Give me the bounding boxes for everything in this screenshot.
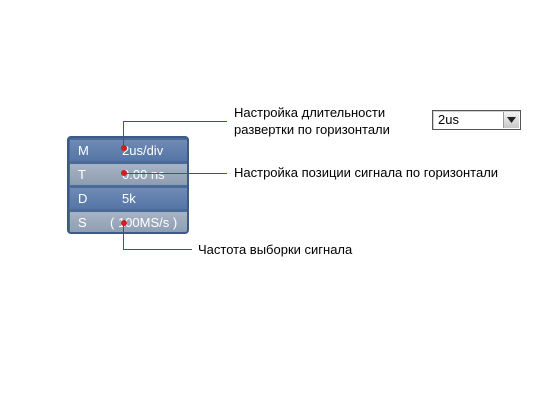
panel-row-t[interactable]: T 0.00 ns [70, 164, 187, 185]
callout-line-timebase-v [123, 121, 124, 148]
callout-label-timebase-1: Настройка длительности [234, 105, 386, 120]
row-key: M [78, 143, 89, 158]
panel-row-d[interactable]: D 5k [70, 188, 187, 209]
chevron-down-icon[interactable] [503, 112, 519, 128]
callout-label-timebase-2: развертки по горизонтали [234, 122, 390, 137]
callout-line-timebase-h [123, 121, 227, 122]
callout-dot-timebase [121, 145, 127, 151]
callout-dot-sample-rate [121, 220, 127, 226]
row-key: D [78, 191, 88, 206]
timebase-dropdown-value: 2us [438, 112, 459, 127]
callout-label-position: Настройка позиции сигнала по горизонтали [234, 165, 499, 180]
depth-value: 5k [122, 191, 136, 206]
timebase-dropdown[interactable]: 2us [432, 110, 521, 130]
timebase-panel: M 2us/div T 0.00 ns D 5k S ( 100MS/s ) [67, 136, 189, 234]
callout-line-sample-rate-v [123, 223, 124, 250]
callout-line-position [124, 173, 227, 174]
sample-rate-value: ( 100MS/s ) [110, 215, 178, 230]
panel-row-m[interactable]: M 2us/div [70, 140, 187, 161]
row-key: T [78, 167, 86, 182]
timebase-value: 2us/div [122, 143, 164, 158]
panel-row-s[interactable]: S ( 100MS/s ) [70, 212, 187, 232]
row-key: S [78, 215, 87, 230]
callout-label-sample-rate: Частота выборки сигнала [198, 242, 353, 257]
position-value: 0.00 ns [122, 167, 165, 182]
callout-line-sample-rate-h [123, 249, 192, 250]
